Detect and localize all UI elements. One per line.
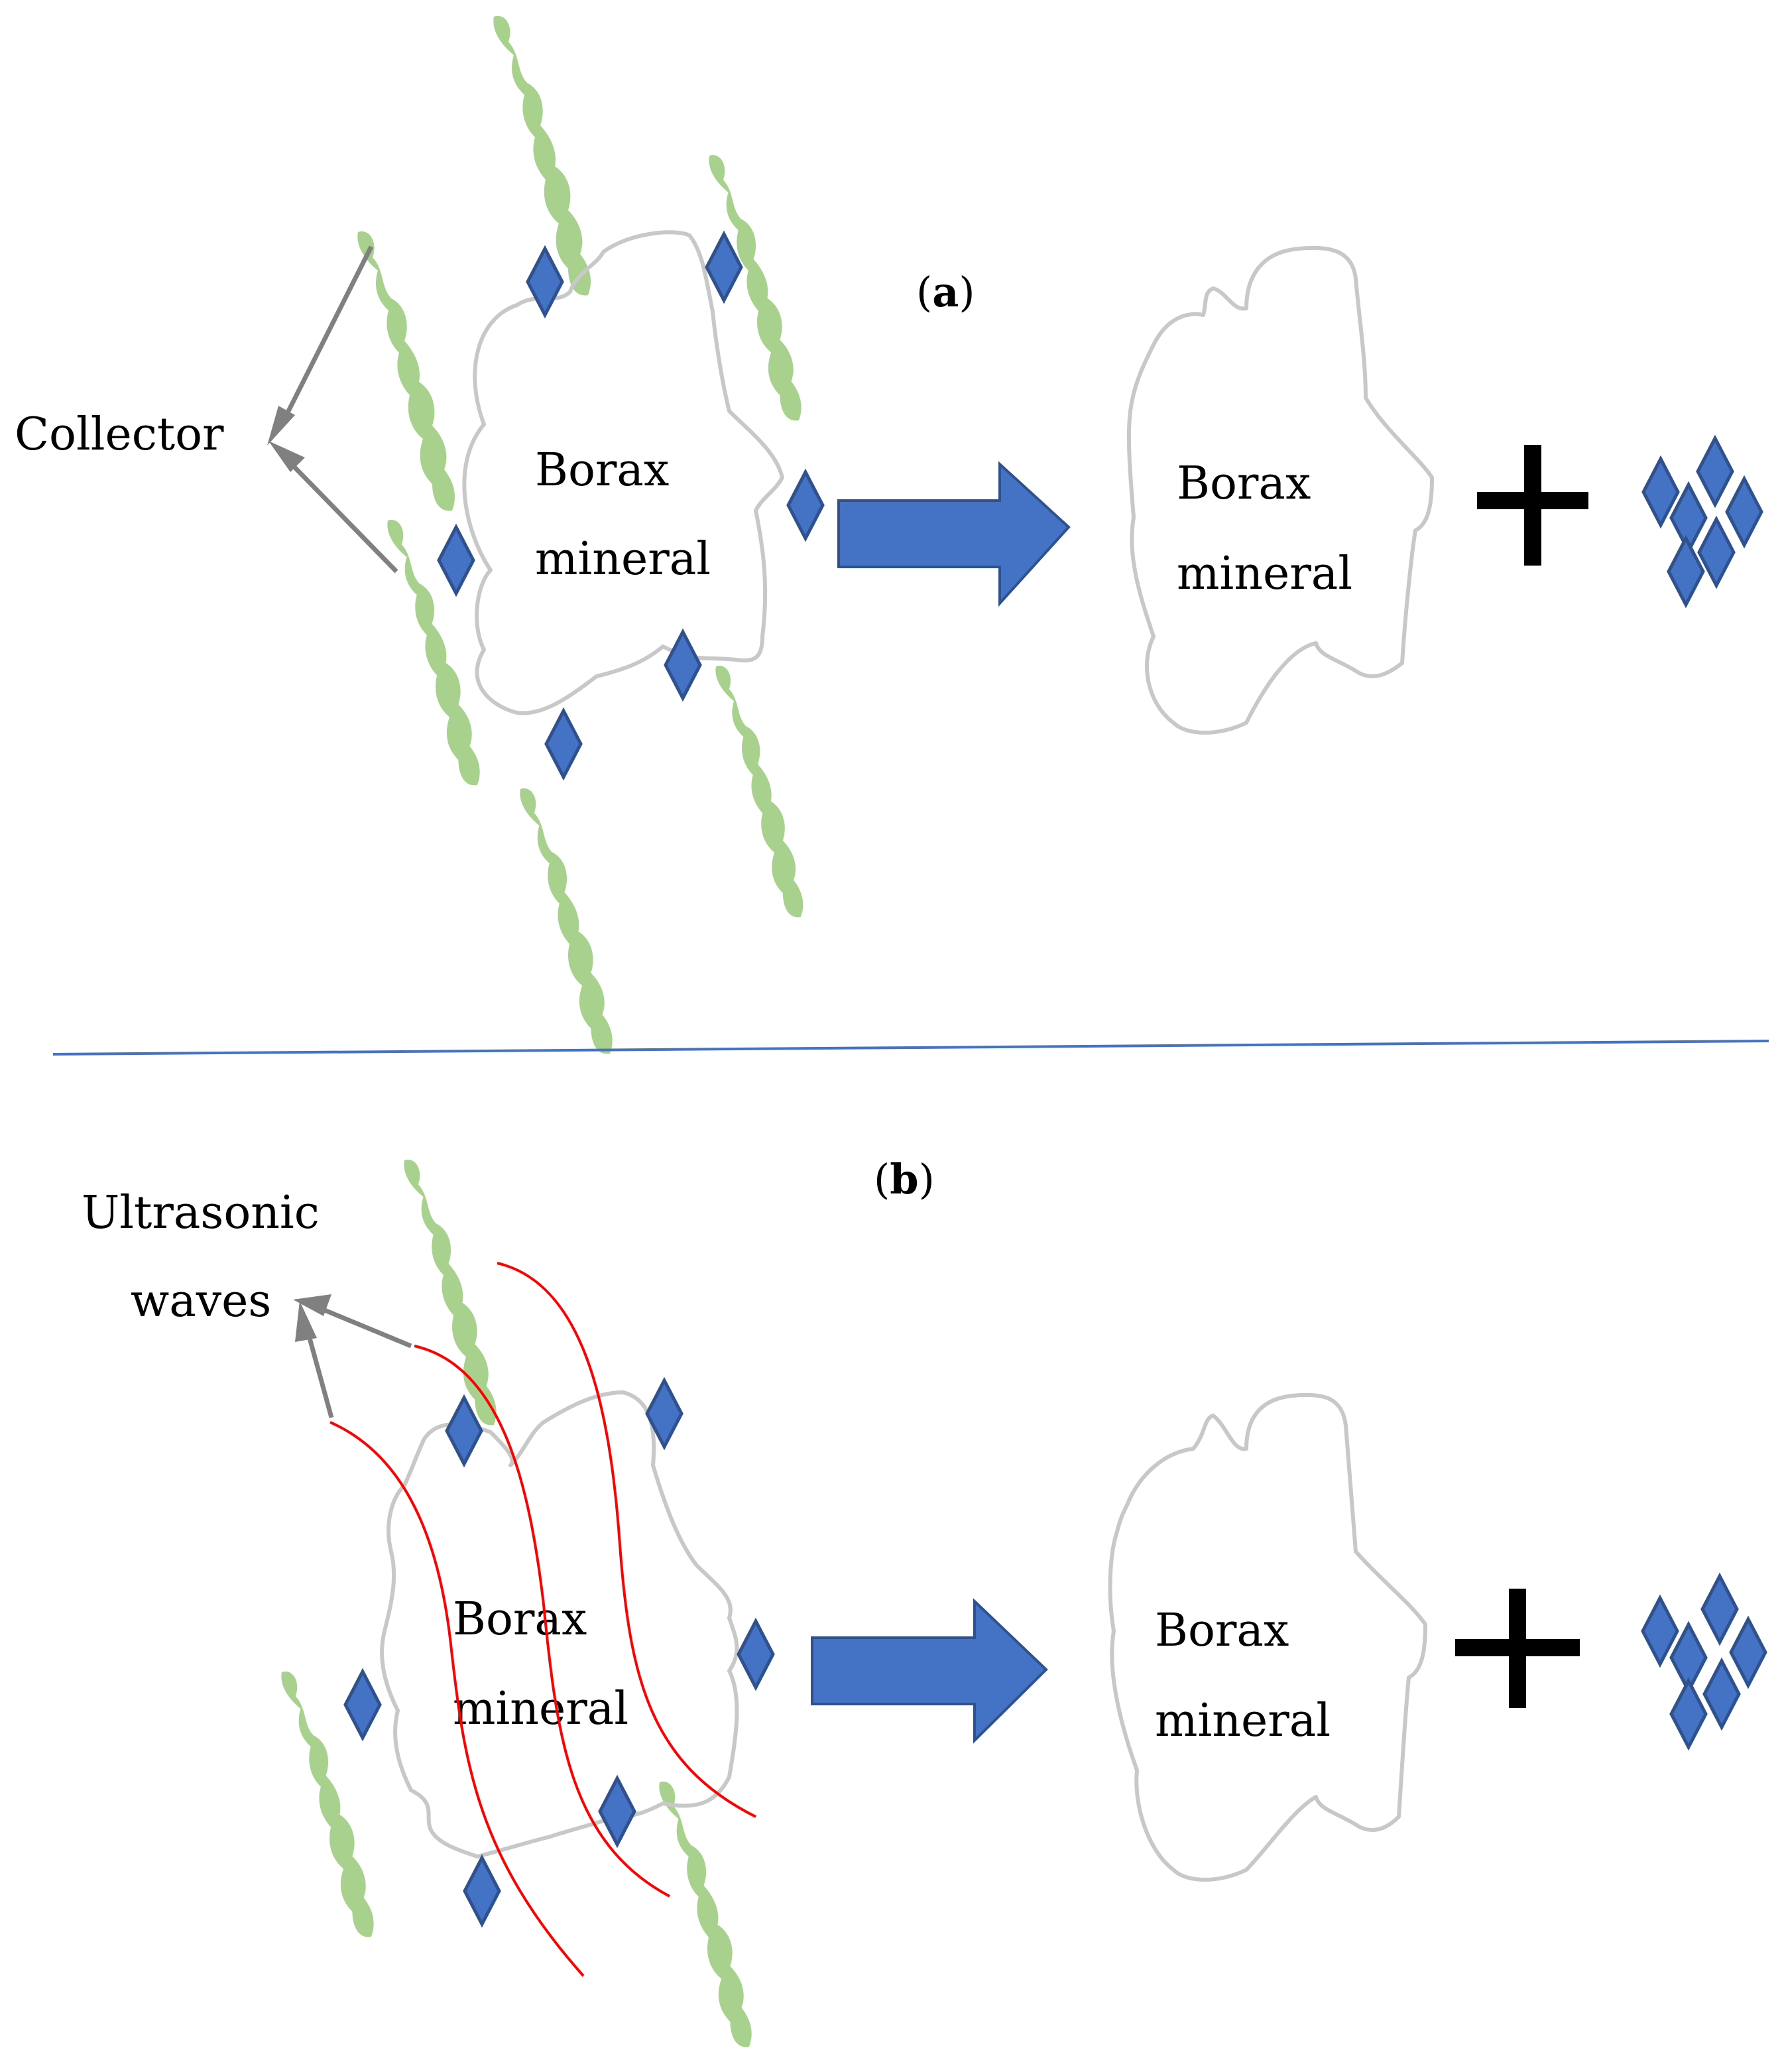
panel-b-label: (b) bbox=[874, 1155, 935, 1203]
waves-pointer-arrow bbox=[304, 1325, 334, 1418]
process-arrow bbox=[837, 461, 1071, 607]
clean-borax-particle-outline bbox=[1108, 1392, 1427, 1882]
plus-sign bbox=[1455, 1589, 1580, 1708]
collector-pointer-arrow bbox=[279, 245, 374, 426]
ion-diamond bbox=[666, 632, 700, 698]
borax-mineral-label-line1: Borax bbox=[535, 444, 669, 497]
borax-mineral-label-line2: mineral bbox=[535, 533, 711, 585]
clean-borax-label-line1: Borax bbox=[1155, 1605, 1289, 1657]
waves-pointer-arrow bbox=[317, 1305, 412, 1349]
ion-diamond bbox=[1704, 1661, 1739, 1727]
ultrasonic-wave bbox=[414, 1345, 670, 1898]
ion-diamond bbox=[1731, 1619, 1765, 1685]
borax-mineral-label-line1: Borax bbox=[453, 1593, 587, 1646]
ion-diamond bbox=[546, 711, 581, 777]
ultrasonic-wave bbox=[329, 1421, 585, 1977]
borax-particle-outline bbox=[462, 230, 784, 715]
panel-divider bbox=[52, 1040, 1769, 1056]
ion-diamond bbox=[465, 1858, 499, 1924]
panel-b: (b) Borax mineral Ultrasonic waves Borax bbox=[82, 1155, 1765, 2047]
ultrasonic-waves-label-line2: waves bbox=[131, 1275, 271, 1327]
collector-pointer-head bbox=[267, 406, 295, 446]
released-ions-cluster bbox=[1643, 438, 1761, 605]
panel-a-label: (a) bbox=[916, 268, 975, 316]
collector-chain bbox=[357, 231, 455, 511]
plus-sign bbox=[1477, 445, 1588, 566]
collector-chain bbox=[404, 1160, 497, 1426]
borax-particle-outline bbox=[380, 1390, 739, 1859]
panel-a: (a) Borax mineral Collector Borax minera… bbox=[15, 15, 1761, 1054]
collector-pointer-arrow bbox=[284, 457, 398, 574]
clean-borax-label-line1: Borax bbox=[1177, 457, 1311, 510]
ion-diamond bbox=[788, 472, 823, 538]
ion-diamond bbox=[1669, 538, 1703, 605]
collector-label: Collector bbox=[15, 408, 224, 461]
ion-diamond bbox=[1699, 519, 1734, 585]
clean-borax-label-line2: mineral bbox=[1155, 1695, 1331, 1747]
ion-diamond bbox=[1727, 479, 1761, 545]
borax-mineral-label-line2: mineral bbox=[453, 1683, 628, 1735]
ion-diamond bbox=[600, 1778, 634, 1845]
clean-borax-label-line2: mineral bbox=[1177, 548, 1352, 600]
ion-diamond bbox=[707, 234, 741, 300]
waves-pointer-head bbox=[295, 1301, 317, 1342]
collector-pointer-head bbox=[268, 441, 305, 472]
ultrasonic-waves-label-line1: Ultrasonic bbox=[82, 1187, 320, 1239]
ion-diamond bbox=[1671, 1681, 1706, 1747]
ion-diamond bbox=[1702, 1576, 1737, 1642]
process-arrow bbox=[811, 1598, 1048, 1744]
ion-diamond bbox=[1698, 438, 1732, 505]
collector-chain bbox=[659, 1782, 752, 2047]
ion-diamond bbox=[439, 527, 473, 593]
collector-chain bbox=[715, 666, 803, 918]
waves-pointer-head bbox=[293, 1294, 331, 1316]
ultrasonic-wave bbox=[497, 1262, 756, 1818]
ion-diamond bbox=[528, 249, 562, 315]
clean-borax-particle-outline bbox=[1126, 245, 1434, 735]
ion-diamond bbox=[345, 1672, 380, 1738]
ion-diamond bbox=[739, 1621, 773, 1687]
collector-chain bbox=[520, 788, 613, 1054]
released-ions-cluster bbox=[1643, 1576, 1765, 1747]
